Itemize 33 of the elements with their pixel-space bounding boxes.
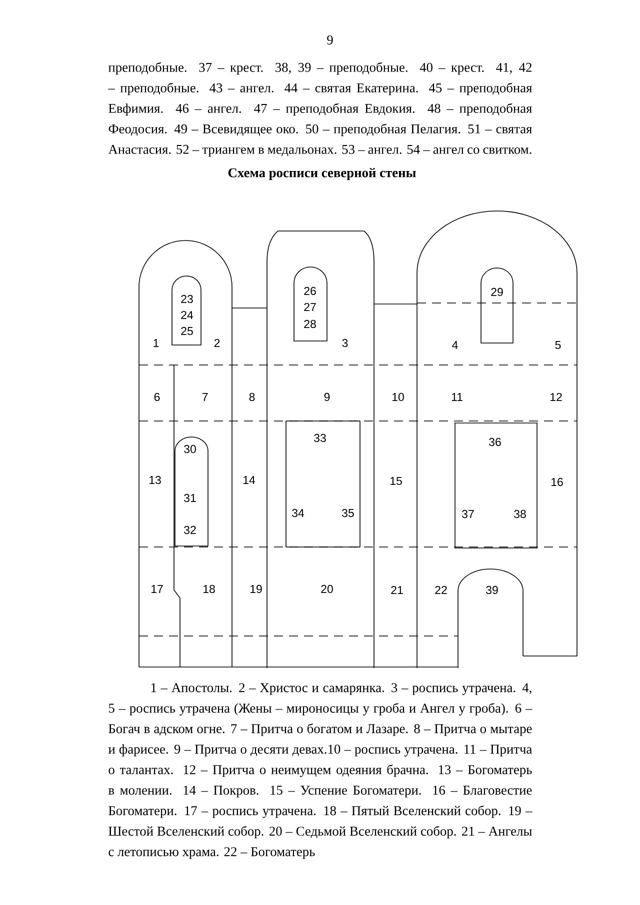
region-number: 1 [154, 339, 159, 347]
region-number: 14 [243, 476, 256, 484]
region-number: 11 [452, 393, 462, 401]
region-number: 4 [452, 341, 458, 349]
region-number: 12 [550, 392, 562, 401]
region-number: 8 [249, 392, 255, 402]
region-number: 7 [202, 393, 208, 401]
region-number: 5 [555, 341, 561, 349]
region-number: 10 [392, 392, 404, 402]
region-number: 22 [435, 586, 447, 594]
paragraph: преподобные. 37 – крест. 38, 39 – преподобные. 40 – крест. 41, 42 – преподобные. 43 – ангел. 44 – святая Екатерина. 45 – преподобная Евфимия. 46 – ангел. 47 – преподобная Евдокия. 48 – преподобная Феодосия. 49 – Всевидящее око. 50 – преподобная Пелагия. 51 – святая Анастасия. 52 – триангем в медальонах. 53 – ангел. 54 – ангел со свитком. [108, 62, 532, 157]
arched-doorway: 39 [458, 568, 524, 668]
region-number: 16 [552, 478, 563, 486]
arched-window: 23 24 25 [172, 276, 202, 346]
region-number: 2 [214, 338, 220, 347]
region-number: 3 [342, 338, 348, 348]
rectangular-panel: 33 34 35 [286, 420, 360, 548]
region-number: 19 [250, 584, 262, 594]
region-number: 20 [321, 584, 333, 594]
arched-window: 26 27 28 [294, 266, 328, 342]
region-number: 15 [390, 477, 402, 485]
region-number: 18 [203, 584, 215, 594]
region-number: 17 [151, 585, 163, 593]
region-number: 6 [154, 392, 160, 402]
arched-window: 29 [480, 268, 514, 344]
region-number: 13 [149, 476, 161, 484]
title: Схема росписи северной стены [228, 168, 416, 180]
page-number: 9 [327, 36, 333, 44]
arched-window: 30 31 32 [174, 436, 208, 546]
caption: 1 – Апостолы. 2 – Христос и самарянка. 3 – роспись утрачена. 4, 5 – роспись утрачена (Жены – мироносицы у гроба и Ангел у гроба). 6 – Богач в адском огне. 7 – Притча о богатом и Лазаре. 8 – Притча о мытаре и фарисее. 9 – Притча о десяти девах.10 – роспись утрачена. 11 – Притча о талантах. 12 – Притча о неимущем одеяния брачна. 13 – Богоматерь в молении. 14 – Покров. 15 – Успение Богоматери. 16 – Благовестие Богоматери. 17 – роспись утрачена. 18 – Пятый Вселенский собор. 19 – Шестой Вселенский собор. 20 – Седьмой Вселенский собор. 21 – Ангелы с летописью храма. 22 – Богоматерь [108, 683, 532, 859]
region-number: 21 [391, 586, 403, 594]
rectangular-panel: 36 37 38 [454, 422, 538, 548]
region-number: 9 [324, 392, 330, 402]
